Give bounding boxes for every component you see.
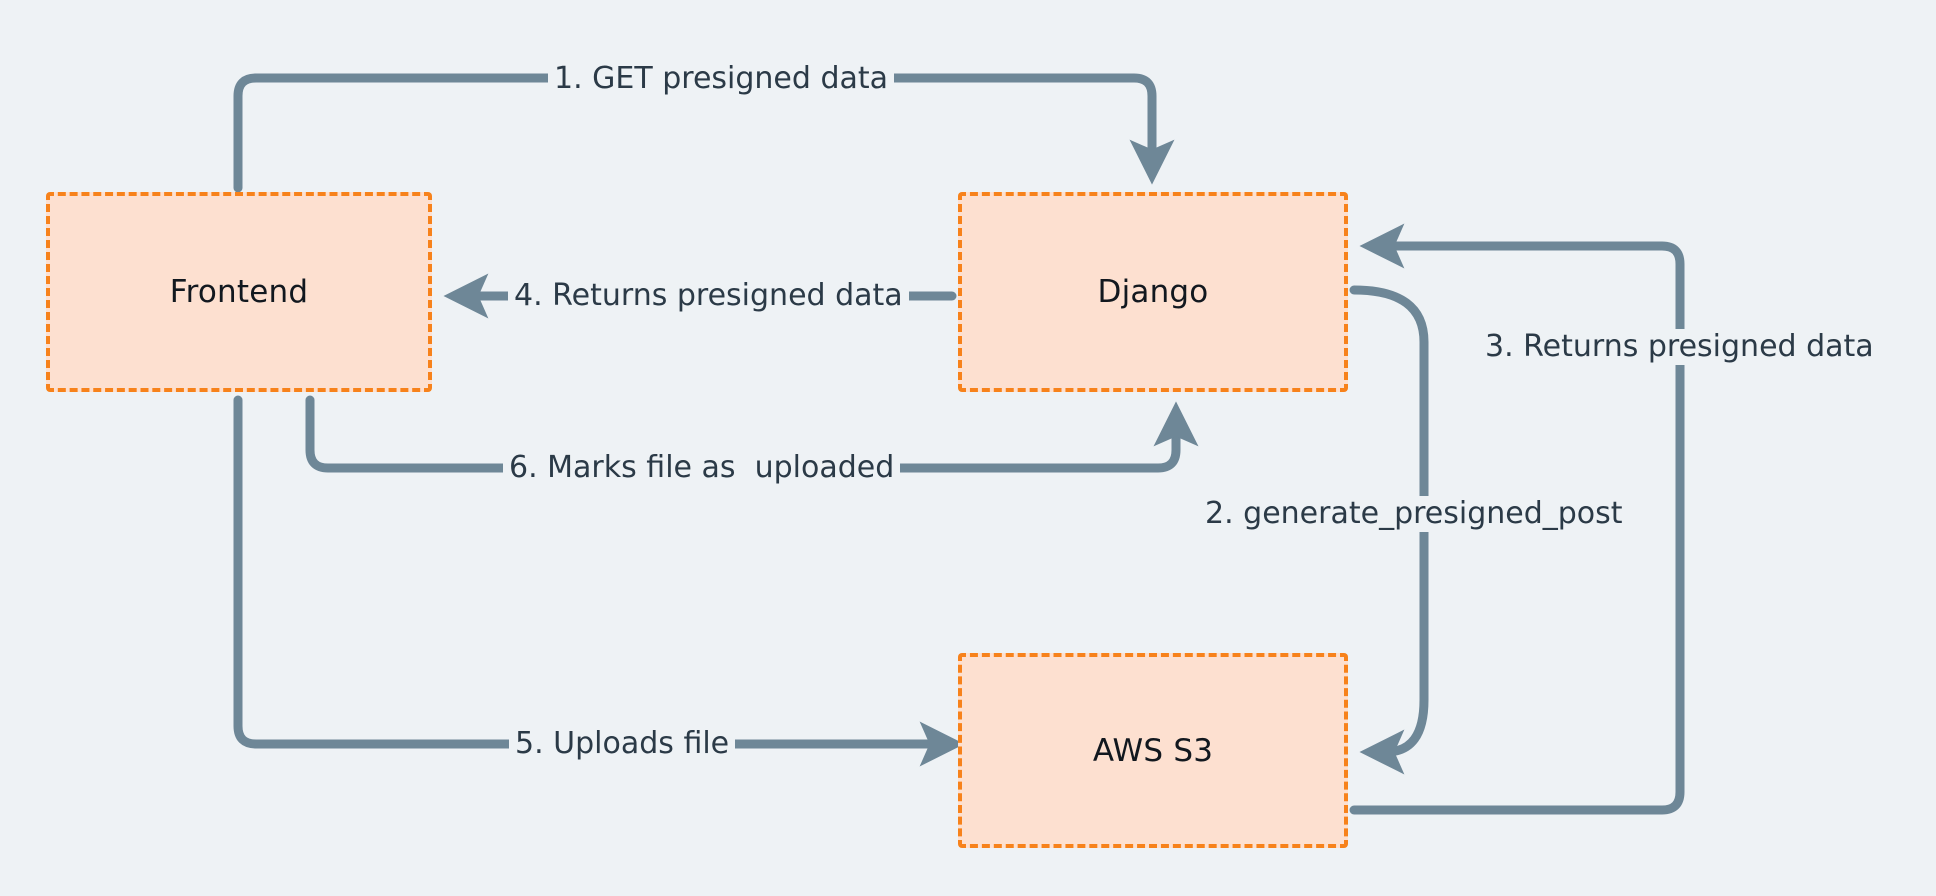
node-django-label: Django xyxy=(1097,274,1209,310)
node-frontend[interactable]: Frontend xyxy=(46,192,432,392)
edge-label-4: 4. Returns presigned data xyxy=(508,278,909,314)
edge-label-2: 2. generate_presigned_post xyxy=(1199,496,1629,532)
edge-path-3 xyxy=(1349,223,1685,815)
edge-label-6: 6. Marks file as uploaded xyxy=(503,450,901,486)
edge-path-5 xyxy=(233,395,965,767)
node-aws-s3-label: AWS S3 xyxy=(1092,732,1214,769)
edge-label-5: 5. Uploads file xyxy=(509,726,736,762)
edge-label-1: 1. GET presigned data xyxy=(548,61,895,97)
node-frontend-label: Frontend xyxy=(169,274,309,310)
node-django[interactable]: Django xyxy=(958,192,1348,392)
edge-label-3: 3. Returns presigned data xyxy=(1479,329,1880,365)
node-aws-s3[interactable]: AWS S3 xyxy=(958,653,1348,848)
